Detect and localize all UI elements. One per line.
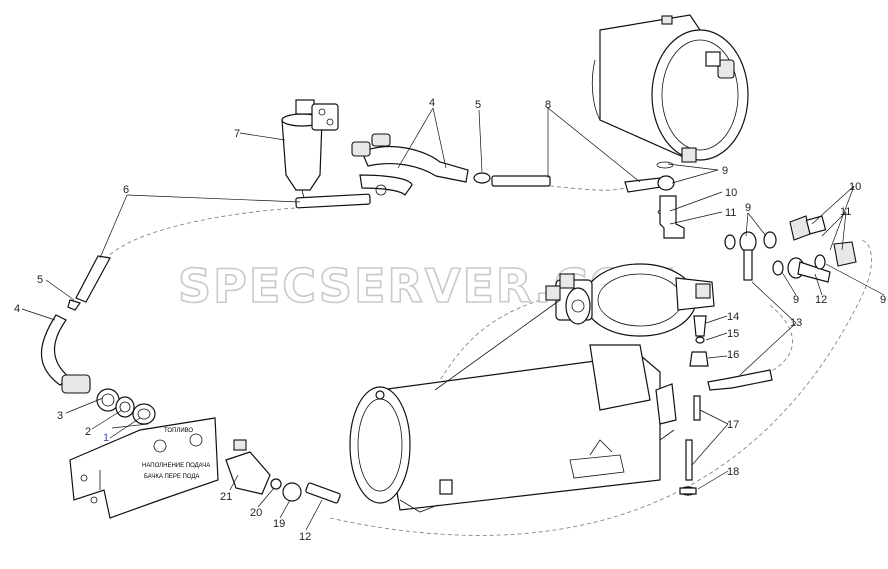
callout-5a: 5 [37, 274, 43, 286]
callout-1: 1 [103, 432, 109, 444]
fittings-right [724, 215, 857, 283]
callout-9c: 9 [793, 294, 799, 306]
callout-6: 6 [123, 184, 129, 196]
tube-8 [491, 175, 675, 193]
bracket [69, 417, 219, 519]
callout-16: 16 [727, 349, 739, 361]
callout-15: 15 [727, 328, 739, 340]
callout-labels: 1 2 3 4 4 5 5 6 7 8 9 9 9 9 10 10 11 11 … [14, 97, 886, 543]
callout-17: 17 [727, 419, 739, 431]
valve-21-and-fittings [225, 439, 341, 504]
plate-line-2: БАЧКА ПЕРЕ ПОДА [144, 474, 199, 480]
callout-20: 20 [250, 507, 262, 519]
callout-8: 8 [545, 99, 551, 111]
callout-5b: 5 [475, 99, 481, 111]
callout-11b: 11 [840, 206, 851, 218]
callout-3: 3 [57, 410, 63, 422]
callout-9d: 9 [880, 294, 886, 306]
callout-12a: 12 [815, 294, 827, 306]
callout-14: 14 [727, 311, 739, 323]
hose-upper [351, 133, 491, 196]
callout-2: 2 [85, 426, 91, 438]
plate-line-1: НАПОЛНЕНИЕ ПОДАЧА [142, 463, 210, 469]
plate-heading: ТОПЛИВО [164, 428, 193, 434]
heater-assembly [349, 263, 715, 513]
left-lines [40, 193, 371, 394]
callout-11a: 11 [725, 207, 736, 219]
callout-10b: 10 [849, 181, 861, 193]
dashed-route-lines [99, 185, 872, 536]
callout-12b: 12 [299, 531, 311, 543]
callout-4b: 4 [429, 97, 435, 109]
callout-21: 21 [220, 491, 232, 503]
callout-9a: 9 [722, 165, 728, 177]
callout-18: 18 [727, 466, 739, 478]
leader-lines [21, 107, 885, 531]
callout-4a: 4 [14, 303, 20, 315]
items-14-18 [679, 315, 773, 496]
callout-10a: 10 [725, 187, 737, 199]
fittings-10-11 [656, 161, 685, 239]
washers-1-3 [96, 388, 156, 425]
callout-7: 7 [234, 128, 240, 140]
fuel-filter [281, 99, 339, 199]
callout-19: 19 [273, 518, 285, 530]
callout-9b: 9 [745, 202, 751, 214]
fuel-tank [591, 14, 749, 163]
callout-13: 13 [790, 317, 802, 329]
